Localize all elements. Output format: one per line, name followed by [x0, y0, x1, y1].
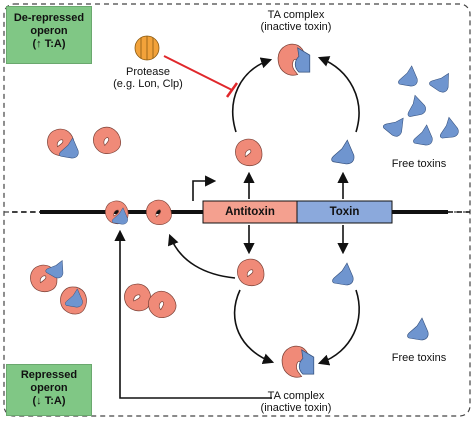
protease-icon	[134, 35, 160, 61]
ta-complex-top-label: TA complex (inactive toxin)	[260, 9, 332, 33]
outer-dashed-frame	[3, 3, 471, 417]
ta-complex-bottom-label: TA complex (inactive toxin)	[260, 390, 332, 414]
free-toxins-top-label: Free toxins	[391, 158, 447, 170]
free-toxins-bottom-label: Free toxins	[391, 352, 447, 364]
toxin-gene-label: Toxin	[329, 206, 360, 218]
protease-label: Protease (e.g. Lon, Clp)	[113, 66, 183, 90]
free-proteins-bottom-left	[30, 256, 180, 323]
antitoxin-gene-label: Antitoxin	[225, 206, 275, 218]
free-toxin-bottom	[407, 317, 429, 341]
promoter-arrow-icon	[192, 175, 217, 201]
bottom-ta-complex	[281, 345, 315, 378]
free-toxins-top	[381, 65, 460, 146]
top-ta-complex	[277, 43, 311, 76]
repressed-operon-label: Repressed operon (↓ T:A)	[6, 364, 92, 416]
de-repressed-operon-label: De-repressed operon (↑ T:A)	[6, 6, 92, 64]
free-complexes-top-left	[47, 123, 124, 159]
bottom-toxin	[332, 262, 354, 286]
inhibition-line	[163, 55, 233, 91]
top-toxin	[331, 139, 355, 165]
top-antitoxin	[235, 138, 263, 167]
bottom-antitoxin	[237, 258, 265, 287]
toxin-gene	[296, 200, 393, 224]
inhibition-bar-icon	[225, 82, 239, 98]
